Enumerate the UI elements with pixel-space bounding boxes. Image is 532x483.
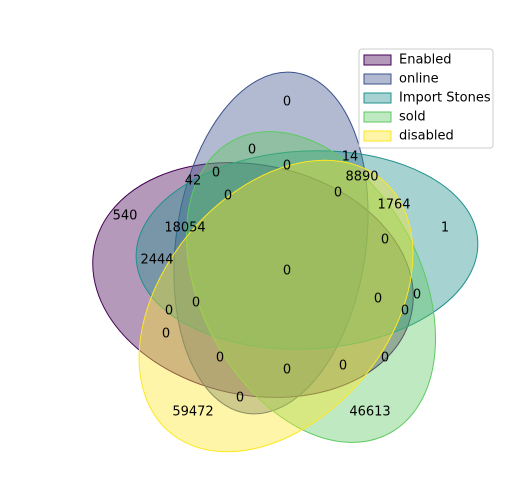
legend-entry: Enabled [363,53,452,68]
region-label: 0 [283,95,291,110]
legend-swatch [363,73,392,85]
set-ellipse-online [173,71,369,415]
legend-swatch [363,130,392,142]
legend-swatch [363,54,392,66]
region-label: 0 [374,292,382,307]
legend-entry: sold [363,110,426,125]
region-label: 1 [441,221,449,236]
legend-swatch [363,92,392,104]
region-label: 540 [113,209,138,224]
legend-label: sold [399,110,426,125]
region-label: 0 [283,159,291,174]
venn-sets [92,71,479,453]
region-label: 8890 [345,170,378,185]
legend-entry: online [363,72,439,87]
region-label: 0 [401,304,409,319]
region-label: 0 [192,296,200,311]
region-label: 2444 [140,253,173,268]
region-label: 0 [212,166,220,181]
region-label: 0 [162,327,170,342]
region-labels: 0 0 14 42 0 0 8890 0 0 540 18054 1764 1 … [113,95,450,420]
region-label: 0 [413,288,421,303]
set-ellipse-disabled [138,159,414,453]
region-label: 59472 [172,405,213,420]
region-label: 0 [334,186,342,201]
legend-entry: disabled [363,129,454,144]
region-label: 0 [283,264,291,279]
region-label: 0 [339,359,347,374]
legend-label: online [399,72,439,87]
region-label: 0 [381,351,389,366]
region-label: 0 [216,351,224,366]
region-label: 18054 [164,221,205,236]
region-label: 46613 [349,405,390,420]
set-ellipse-import-stones [135,150,479,350]
region-label: 42 [185,174,202,189]
legend-swatch [363,111,392,123]
region-label: 0 [248,143,256,158]
region-label: 0 [381,233,389,248]
legend-label: disabled [399,129,454,144]
legend-frame [358,48,494,149]
set-ellipse-enabled [92,162,414,398]
region-label: 14 [342,150,359,165]
legend: Enabled online Import Stones sold disabl… [358,48,494,149]
legend-label: Enabled [399,53,452,68]
region-label: 0 [224,189,232,204]
region-label: 0 [283,363,291,378]
legend-entry: Import Stones [363,91,491,106]
region-label: 1764 [377,198,410,213]
region-label: 0 [236,391,244,406]
legend-label: Import Stones [399,91,491,106]
region-label: 0 [165,304,173,319]
